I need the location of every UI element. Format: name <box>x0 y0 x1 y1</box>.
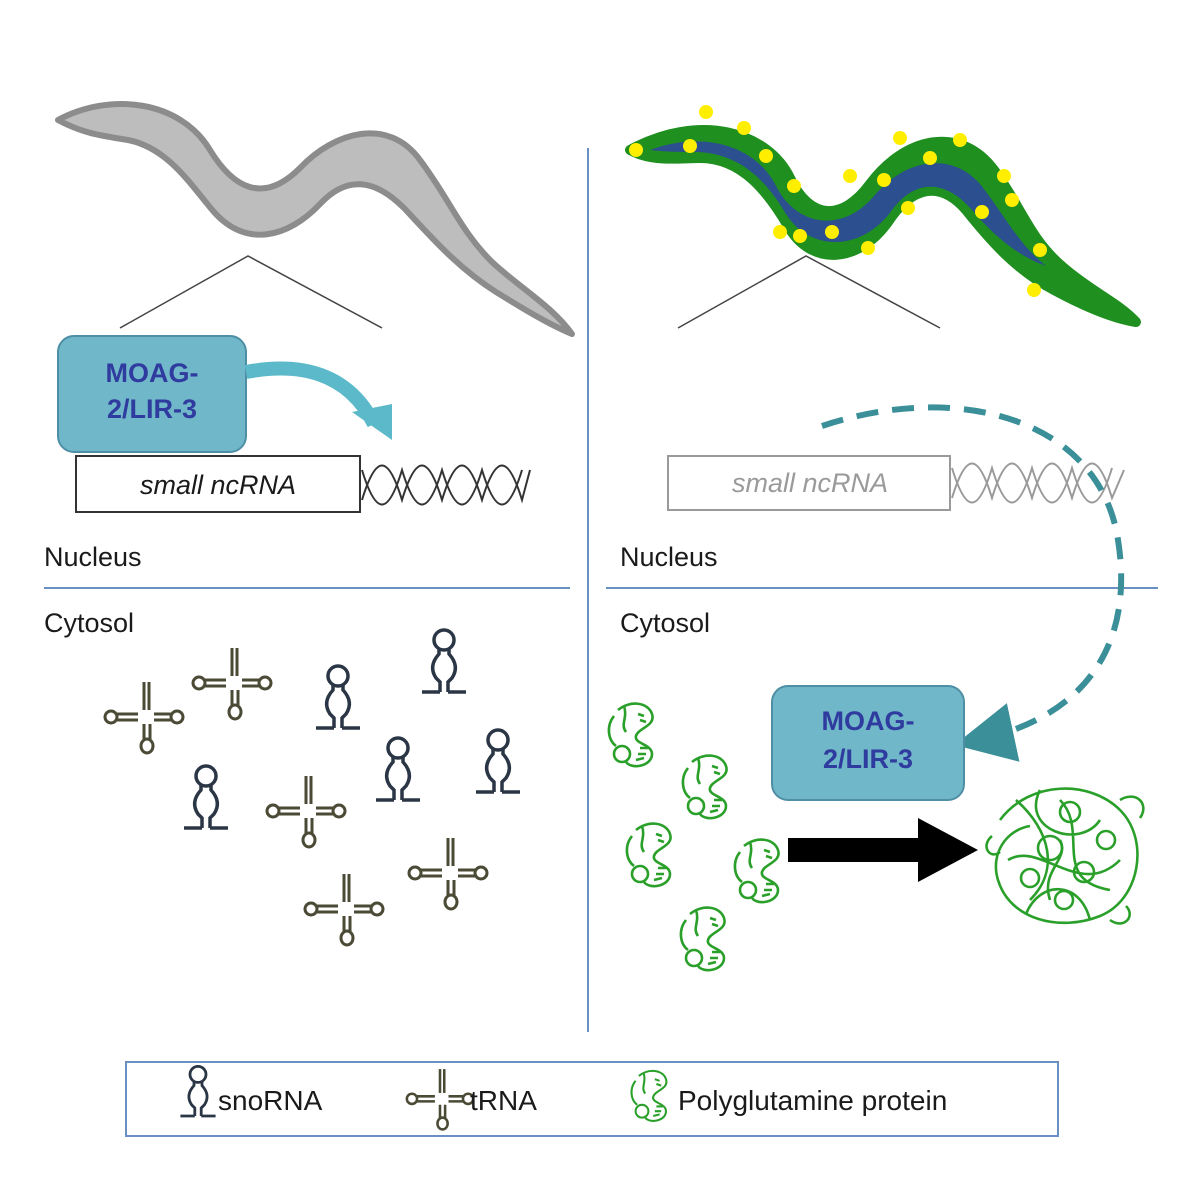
polyq-symbol <box>607 702 654 768</box>
polyq-symbol <box>681 754 728 820</box>
nucleus-label-left: Nucleus <box>44 542 142 572</box>
polyq-aggregate <box>985 787 1145 925</box>
legend-trna-label: tRNA <box>470 1085 537 1116</box>
moag2-label-right-line2: 2/LIR-3 <box>823 744 913 774</box>
zoom-lines-right <box>677 255 941 329</box>
polyq-symbol <box>679 906 726 972</box>
legend-polyq-label: Polyglutamine protein <box>678 1085 947 1116</box>
trna-symbol <box>191 646 273 721</box>
nucleus-label-right: Nucleus <box>620 542 718 572</box>
trna-symbol <box>407 836 489 911</box>
ncrna-gene-box-right <box>667 455 951 511</box>
moag2-box-left <box>57 335 247 453</box>
worm-polyq <box>625 125 1141 327</box>
moag2-label-left-line2: 2/LIR-3 <box>107 394 197 424</box>
polyq-monomers <box>607 702 780 972</box>
left-panel: MOAG- 2/LIR-3 small ncRNA Nucleus Cytoso… <box>44 101 575 947</box>
relocation-dashed-arrow <box>821 404 1125 762</box>
trna-symbol <box>103 680 185 755</box>
snorna-symbol <box>314 664 362 730</box>
ncrna-gene-label-left: small ncRNA <box>140 470 296 500</box>
right-panel: small ncRNA Nucleus Cytosol MOAG- 2/LIR-… <box>607 105 1145 972</box>
rna-cloud-left <box>103 628 522 947</box>
worm-polyq-spots <box>629 105 1047 297</box>
cytosol-label-left: Cytosol <box>44 608 134 638</box>
aggregation-arrow <box>788 818 978 882</box>
worm-polyq-inner <box>650 141 1046 266</box>
snorna-symbol <box>182 764 230 830</box>
trna-symbol <box>265 774 347 849</box>
ncrna-gene-box-left <box>75 455 361 513</box>
snorna-symbol <box>374 736 422 802</box>
ncrna-gene-label-right: small ncRNA <box>732 468 888 498</box>
binding-arrow <box>244 361 381 428</box>
moag2-label-right-line1: MOAG- <box>822 706 915 736</box>
snorna-symbol <box>420 628 468 694</box>
polyq-symbol <box>625 822 672 888</box>
cytosol-label-right: Cytosol <box>620 608 710 638</box>
moag2-box-right <box>771 685 965 801</box>
dna-helix-right <box>951 462 1125 504</box>
polyq-symbol <box>733 838 780 904</box>
trna-symbol <box>303 872 385 947</box>
legend: snoRNA tRNA Polyglutamine protein <box>125 1061 1059 1137</box>
zoom-lines-left <box>119 255 383 329</box>
dna-helix-left <box>361 464 531 506</box>
legend-snorna-label: snoRNA <box>218 1085 323 1116</box>
snorna-symbol <box>474 728 522 794</box>
worm-wildtype <box>55 101 575 337</box>
legend-box <box>125 1061 1059 1137</box>
binding-arrow-head <box>352 404 392 440</box>
moag2-label-left-line1: MOAG- <box>106 358 199 388</box>
